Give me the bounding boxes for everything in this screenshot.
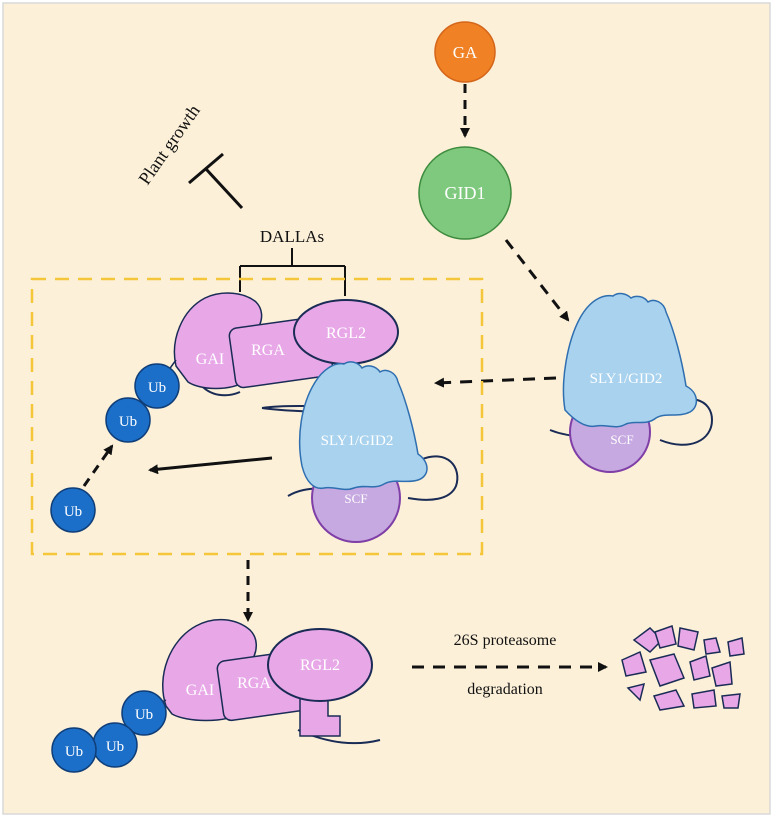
della-complex-bottom: GAI RGA RGL2 — [162, 618, 381, 745]
rga-label-bottom: RGA — [237, 675, 271, 692]
protein-fragment — [626, 682, 646, 702]
degradation-label: degradation — [467, 681, 543, 698]
protein-fragment — [691, 689, 717, 709]
free-ub: Ub — [50, 487, 96, 533]
gid1-to-sly1-arrow — [504, 239, 570, 322]
ub-chain-bottom: Ub Ub Ub — [51, 690, 167, 773]
rgl2-label-top: RGL2 — [326, 325, 366, 342]
sly1-gid2-shape-box — [298, 361, 428, 491]
ub-label: Ub — [106, 739, 124, 755]
ub-label: Ub — [148, 380, 166, 396]
sly1-gid2-shape-right — [562, 292, 698, 428]
degraded-protein-fragments — [621, 625, 745, 711]
ga-node: GA — [434, 21, 496, 83]
ub-label: Ub — [65, 744, 83, 760]
ub-label: Ub — [64, 504, 82, 520]
scf-label-box: SCF — [344, 491, 367, 506]
gid1-node: GID1 — [418, 146, 512, 240]
gid1-circle — [418, 146, 512, 240]
gai-label-top: GAI — [196, 351, 224, 368]
protein-fragment — [689, 654, 711, 681]
ubiquitination-arrow — [148, 456, 273, 475]
ub-bead — [51, 727, 97, 773]
ub-chain-top: Ub Ub — [105, 359, 180, 443]
protein-fragment — [703, 637, 721, 655]
inhibition-bar — [188, 152, 244, 210]
rga-label-top: RGA — [251, 342, 285, 359]
inhibition-line — [204, 167, 244, 210]
ub-attach-arrow — [82, 444, 114, 487]
ub-bead — [50, 487, 96, 533]
sly1-gid2-label-box: SLY1/GID2 — [321, 433, 394, 449]
protein-fragment — [652, 689, 686, 711]
ub-bead — [105, 397, 151, 443]
rgl2-label-bottom: RGL2 — [300, 657, 340, 674]
ga-label: GA — [453, 43, 478, 62]
inhibition-tbar — [188, 152, 224, 185]
proteasome-label: 26S proteasome — [454, 632, 557, 649]
sly1-gid2-complex-box: SLY1/GID2 SCF — [261, 361, 459, 543]
scf-label-right: SCF — [610, 432, 633, 447]
ga-circle — [434, 21, 496, 83]
rgl2-protein-bottom — [267, 628, 373, 702]
protein-fragment — [721, 693, 741, 709]
gid1-label: GID1 — [445, 183, 486, 203]
ub-bead — [121, 690, 167, 736]
protein-fragment — [727, 637, 745, 657]
gai-label-bottom: GAI — [186, 682, 214, 699]
protein-fragment — [654, 625, 677, 649]
protein-fragment — [677, 627, 699, 651]
sly1-gid2-label-right: SLY1/GID2 — [590, 371, 663, 387]
sly1-gid2-complex-right: SLY1/GID2 SCF — [549, 292, 714, 473]
ub-label: Ub — [135, 707, 153, 723]
ub-label: Ub — [119, 414, 137, 430]
dallas-label: DALLAs — [260, 227, 324, 246]
protein-fragment — [648, 653, 686, 687]
della-complex-top: GAI RGA RGL2 — [173, 292, 399, 409]
protein-fragment — [621, 650, 647, 677]
complex-tail — [407, 455, 459, 501]
ubiquitination-box — [30, 277, 484, 556]
protein-fragment — [711, 660, 733, 687]
ub-bead — [134, 363, 180, 409]
